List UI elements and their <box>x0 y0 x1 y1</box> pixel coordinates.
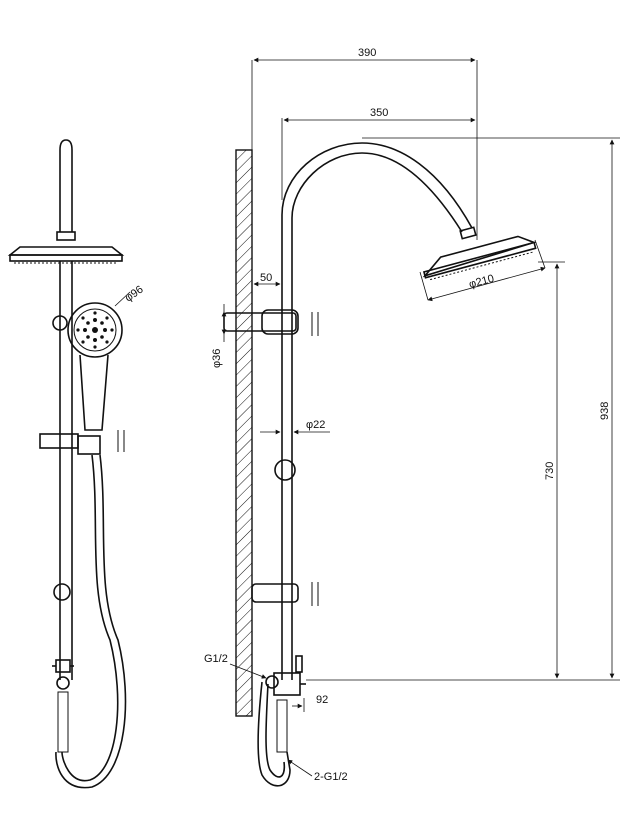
wall-hatched-section <box>235 149 253 717</box>
height-head-label: 730 <box>544 462 556 480</box>
front-view-inlet-nut <box>56 676 70 690</box>
side-view-section-marks <box>311 312 319 606</box>
bracket-diameter-label: φ36 <box>211 349 223 368</box>
front-view-arm-nut <box>56 231 76 241</box>
side-view-hose <box>257 681 291 787</box>
inlet-depth-label: 92 <box>316 694 328 706</box>
inlet-connector <box>265 675 279 689</box>
front-view-overhead-head <box>7 246 125 256</box>
head-diameter-dimension-line <box>427 266 546 302</box>
height-overall-label: 938 <box>599 402 611 420</box>
handshower-diameter-leader <box>114 291 131 307</box>
front-view-section-mark <box>117 430 125 452</box>
wall-offset-label: 50 <box>260 272 272 284</box>
front-view-handshower-nozzles <box>76 311 114 349</box>
side-view: 390 350 50 φ36 φ22 φ210 938 730 G1/2 <box>204 47 620 787</box>
slider-knob <box>274 459 296 481</box>
width-overall-label: 390 <box>358 47 376 59</box>
lower-wall-bracket <box>251 583 299 603</box>
front-view-handshower-face <box>67 302 123 358</box>
head-connector-nut <box>459 226 477 240</box>
inlet-thread-label: G1/2 <box>204 653 228 665</box>
gooseneck-arm-inner <box>291 152 463 680</box>
front-view-diverter <box>55 659 71 673</box>
front-view-bracket-knob <box>52 315 68 331</box>
front-view-handshower-inner <box>73 308 117 352</box>
width-arm-label: 350 <box>370 107 388 119</box>
hose-thread-label: 2-G1/2 <box>314 771 348 783</box>
front-view-hose <box>61 454 119 782</box>
front-view-inlet-pipe <box>57 691 69 753</box>
head-diameter-label: φ210 <box>468 273 496 291</box>
overhead-shower-head <box>422 235 537 281</box>
front-view-top-arm <box>59 139 73 232</box>
hose-connector-thread <box>276 699 288 753</box>
inlet-thread-leader <box>229 663 267 679</box>
handshower-diameter-label: φ96 <box>123 284 146 305</box>
gooseneck-arm-outer <box>281 142 473 680</box>
front-view-lower-clamp <box>53 583 71 601</box>
hose-thread-leader <box>287 759 313 777</box>
upper-wall-bracket <box>223 312 297 332</box>
front-view-slider-holder <box>77 435 101 455</box>
diverter-knob <box>295 655 303 673</box>
bar-diameter-label: φ22 <box>306 419 325 431</box>
front-view-handshower-handle <box>79 354 109 431</box>
front-view: φ96 <box>7 139 146 789</box>
front-view-head-faceplate <box>9 254 123 262</box>
